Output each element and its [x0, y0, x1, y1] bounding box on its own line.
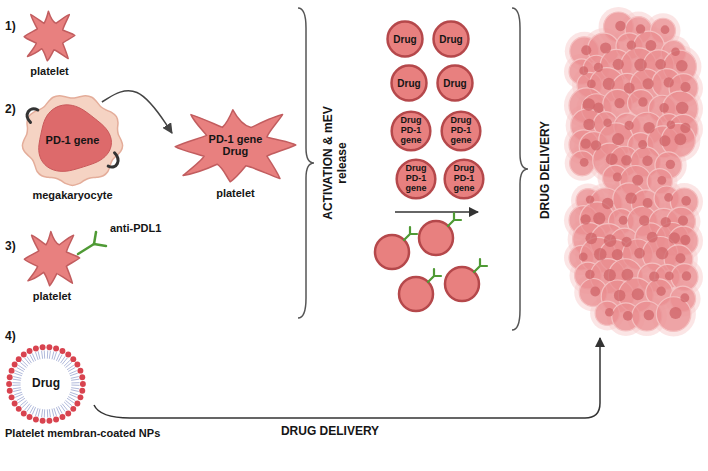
platelet-outline — [22, 8, 77, 63]
cell-body — [22, 96, 122, 186]
drug-vesicle: Drug — [390, 64, 428, 102]
vesicle-shape — [392, 112, 431, 151]
vesicle-shape — [397, 160, 436, 199]
vesicle-shape — [388, 22, 423, 57]
cell-caption: platelet — [216, 187, 255, 199]
process-label: DRUG DELIVERY — [281, 425, 379, 439]
vesicle-shape — [392, 66, 427, 101]
cell-content: Drug — [393, 34, 416, 45]
cell-content: PD-1 gene Drug — [202, 133, 268, 157]
cell-content: Drug PD-1 gene — [403, 164, 429, 194]
cell-content: Drug — [439, 34, 462, 45]
cell-content: Drug — [443, 78, 466, 89]
delivery-arrow — [94, 338, 600, 418]
vesicle-shape — [442, 112, 481, 151]
cell-content: Drug — [32, 377, 60, 390]
antibody-label: anti-PDL1 — [110, 222, 161, 235]
curly-bracket — [298, 8, 314, 318]
gene-vesicle: Drug PD-1 gene — [390, 110, 432, 152]
step-number: 4) — [5, 330, 16, 344]
gene-vesicle: Drug PD-1 gene — [440, 110, 482, 152]
step-number: 1) — [5, 20, 16, 34]
drug-vesicle: Drug — [386, 20, 424, 58]
cell-content: PD-1 gene — [46, 133, 100, 145]
cell-content: Drug PD-1 gene — [398, 116, 424, 146]
release-arrow — [395, 211, 478, 213]
antibody — [474, 259, 487, 272]
antibody — [78, 232, 106, 254]
particle-core — [7, 345, 86, 424]
antibody — [428, 269, 441, 282]
step-number: 2) — [5, 103, 16, 117]
tumor-nuclei — [579, 21, 691, 321]
nanoparticle: DrugPlatelet membran-coated NPs — [5, 343, 87, 425]
cell-caption: megakaryocyte — [32, 189, 112, 201]
antibody — [404, 227, 417, 240]
vesicle-shape — [434, 22, 469, 57]
platelet-shape — [175, 110, 295, 182]
loaded-platelet: PD-1 gene Drugplatelet — [170, 105, 301, 185]
gene-vesicle: Drug PD-1 gene — [443, 158, 485, 200]
cell-caption: platelet — [33, 290, 72, 302]
platelet-shape — [24, 232, 79, 286]
cell-process — [27, 109, 38, 123]
antibody-platelet: platelet — [22, 228, 82, 288]
lipid-tails — [12, 350, 79, 417]
nucleus — [39, 105, 112, 172]
gene-vesicle: Drug PD-1 gene — [395, 158, 437, 200]
platelet-outline — [22, 228, 82, 288]
megakaryocyte-cell: PD-1 genemegakaryocyte — [20, 92, 125, 187]
curly-bracket — [512, 8, 528, 330]
cell-content: Drug PD-1 gene — [451, 164, 477, 194]
tumor — [564, 7, 703, 336]
lipid-heads — [6, 344, 86, 423]
process-label: ACTIVATION & mEV release — [322, 93, 350, 233]
platelet-cell: platelet — [22, 8, 77, 63]
step-number: 3) — [5, 240, 16, 254]
tumor-cells — [569, 12, 698, 331]
platelet-shape — [24, 11, 75, 61]
vesicle-shape — [438, 66, 473, 101]
process-label: DRUG DELIVERY — [539, 121, 553, 219]
antibody — [448, 213, 461, 226]
cell-content: Drug — [397, 78, 420, 89]
tumor-haze — [564, 7, 703, 336]
antibody-vesicles — [375, 213, 487, 311]
vesicle-shape — [445, 160, 484, 199]
cell-content: Drug PD-1 gene — [448, 116, 474, 146]
cell-process — [108, 153, 118, 167]
cell-caption: Platelet membran-coated NPs — [5, 427, 160, 439]
drug-vesicle: Drug — [432, 20, 470, 58]
drug-vesicle: Drug — [436, 64, 474, 102]
cell-caption: platelet — [30, 65, 69, 77]
